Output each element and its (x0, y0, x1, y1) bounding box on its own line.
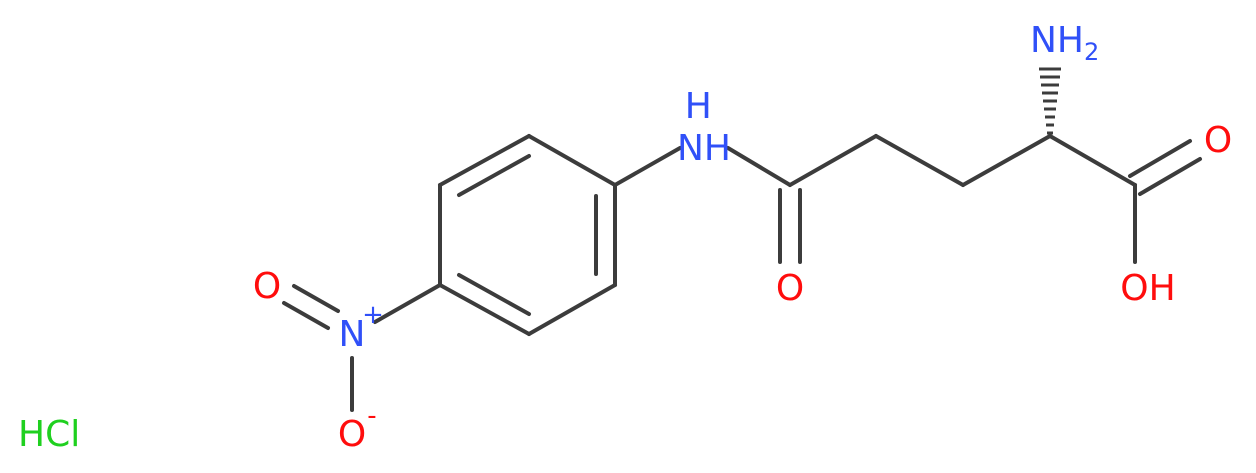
amine-label: NH2 (1030, 20, 1099, 66)
ring-bond (438, 283, 531, 336)
ring-double-bond (457, 273, 531, 316)
ring-double-bond (457, 154, 531, 197)
ring-bond (527, 283, 617, 336)
nitro-o-top-label: O (253, 266, 281, 307)
acid-oxygen-label: O (1204, 120, 1232, 161)
chain-bond (961, 134, 1052, 187)
nitro-o-charge: - (367, 401, 376, 431)
amide-nh-label: H NH (677, 86, 731, 169)
chain-bond (874, 134, 965, 187)
nitro-double-bond (282, 301, 330, 330)
nitro-double-bond (292, 284, 340, 313)
acid-hydroxyl-label: OH (1120, 268, 1175, 309)
ring-bond (438, 134, 531, 187)
benzene-ring (438, 134, 617, 336)
nitro-o-bottom-label: O (338, 414, 366, 455)
n-carbonyl-bond (726, 146, 792, 187)
aryl-n-bond (613, 146, 682, 187)
chain-bond (1048, 134, 1137, 187)
nitro-n-charge: + (362, 300, 384, 330)
aryl-nitro-bond (373, 283, 442, 324)
acid-double-bond (1128, 139, 1192, 178)
hcl-label: HCl (18, 414, 80, 455)
ring-bond (527, 134, 617, 187)
stereo-hash-wedge (1039, 67, 1061, 135)
chain-bond (788, 134, 878, 187)
acid-double-bond (1138, 157, 1202, 196)
amide-oxygen-label: O (776, 268, 804, 309)
nitro-n-label: N (339, 314, 366, 355)
